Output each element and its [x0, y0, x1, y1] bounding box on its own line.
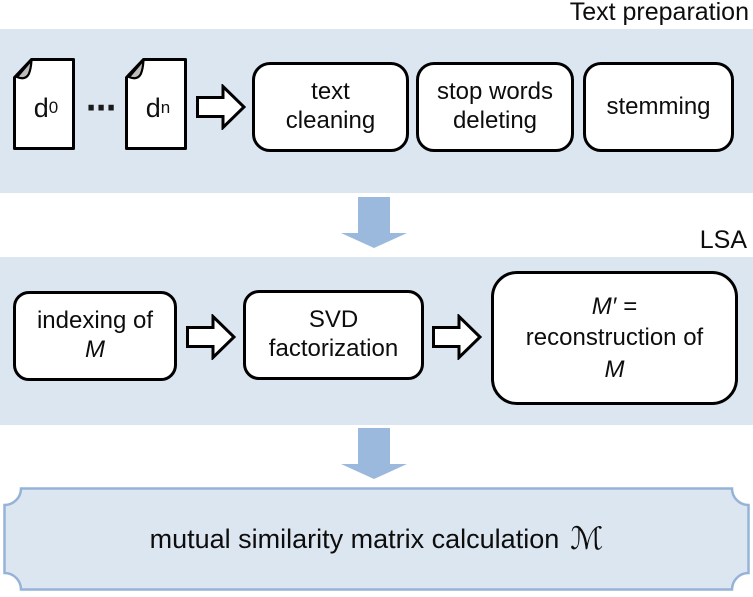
step-line: M′=	[592, 291, 638, 322]
step-box-text-cleaning: text cleaning	[252, 62, 409, 152]
matrix-m-symbol: M	[85, 336, 105, 363]
step-box-svd-factorization: SVD factorization	[243, 290, 424, 380]
step-line: factorization	[268, 335, 399, 362]
matrix-m-prime-symbol: M′	[591, 293, 617, 321]
step-box-indexing: indexing of M	[13, 291, 177, 381]
step-line: stemming	[606, 92, 711, 120]
document-name: d	[145, 92, 161, 123]
step-line: deleting	[452, 107, 538, 134]
step-box-stop-words-deleting: stop words deleting	[416, 62, 574, 152]
down-arrow-icon	[341, 197, 407, 248]
step-line: stop words	[436, 78, 554, 106]
step-box-reconstruction: M′= reconstruction of M	[491, 271, 738, 405]
step-line: reconstruction of	[525, 324, 704, 352]
step-line: SVD	[308, 306, 359, 334]
output-label: mutual similarity matrix calculation ℳ	[3, 487, 750, 591]
ellipsis: ⋯	[86, 91, 116, 125]
step-line: text	[311, 78, 350, 106]
section-label-text-preparation: Text preparation	[569, 0, 749, 26]
matrix-m-symbol: M	[604, 355, 625, 383]
right-arrow-icon	[186, 314, 236, 360]
section-label-lsa: LSA	[699, 226, 747, 254]
output-text: mutual similarity matrix calculation	[149, 523, 560, 554]
step-box-stemming: stemming	[583, 62, 734, 152]
document-icon	[125, 58, 187, 150]
equals-sign: =	[623, 293, 638, 321]
right-arrow-icon	[196, 84, 246, 130]
document-icon	[13, 58, 75, 150]
down-arrow-icon	[341, 428, 407, 479]
step-line: cleaning	[285, 107, 376, 134]
script-m-symbol: ℳ	[570, 521, 604, 557]
document-name: d	[33, 92, 49, 123]
output-plaque	[3, 487, 750, 591]
right-arrow-icon	[432, 314, 482, 360]
step-line: indexing of	[36, 307, 154, 335]
